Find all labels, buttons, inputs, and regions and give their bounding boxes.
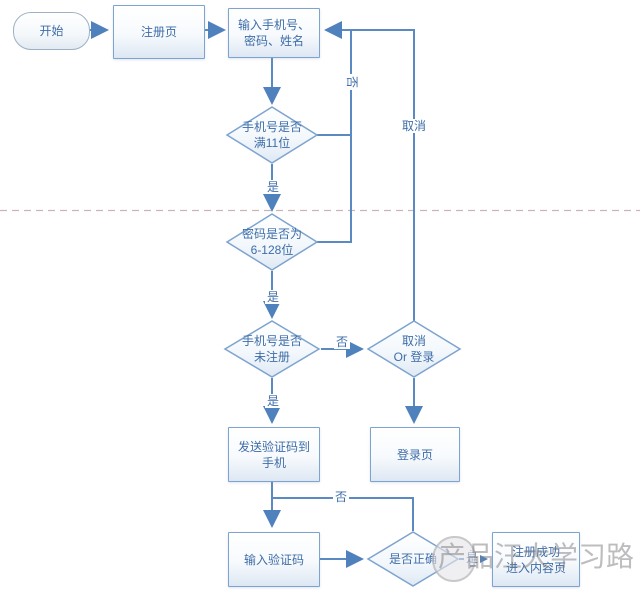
decision-cancel-or-login-shape <box>366 320 462 378</box>
input-info-line2: 密码、姓名 <box>243 34 304 48</box>
success-line1: 注册成功 <box>511 544 560 559</box>
send-code-line2: 手机 <box>261 455 286 470</box>
success-line2: 进入内容页 <box>505 560 566 575</box>
edge-wrong-code-retry <box>273 497 414 531</box>
edge-label-no-wrong-code: 否 <box>333 490 350 504</box>
decision-password-line1: 密码是否为 <box>241 227 302 241</box>
decision-phone-11-line1: 手机号是否 <box>241 120 302 134</box>
login-page-node[interactable]: 登录页 <box>370 427 460 482</box>
edge-label-yes-password: 是 <box>265 290 282 304</box>
decision-password-line2: 6-128位 <box>250 243 294 257</box>
register-page-node[interactable]: 注册页 <box>113 5 205 59</box>
decision-password-length[interactable]: 密码是否为 6-128位 <box>227 214 317 270</box>
edge-label-no-back-to-input: 否 <box>345 73 360 91</box>
send-code-line1: 发送验证码到 <box>237 439 310 454</box>
input-code-label: 输入验证码 <box>243 552 304 567</box>
decision-phone-11-digits-shape <box>225 106 319 164</box>
send-code-node[interactable]: 发送验证码到 手机 <box>228 427 320 482</box>
decision-unregistered-line1: 手机号是否 <box>241 334 302 348</box>
edge-label-yes-unregistered: 是 <box>265 394 282 408</box>
input-code-node[interactable]: 输入验证码 <box>228 532 320 587</box>
start-label: 开始 <box>39 24 64 38</box>
input-info-line1: 输入手机号、 <box>237 18 310 32</box>
decision-cancel-or-login[interactable]: 取消 Or 登录 <box>368 321 460 377</box>
start-node[interactable]: 开始 <box>13 12 90 50</box>
register-page-label: 注册页 <box>140 25 177 39</box>
login-page-label: 登录页 <box>396 447 433 462</box>
decision-code-correct-label: 是否正确 <box>388 552 437 566</box>
decision-cancel-line1: 取消 <box>401 334 426 348</box>
decision-cancel-line2: Or 登录 <box>393 350 435 364</box>
decision-code-correct[interactable]: 是否正确 <box>368 532 458 586</box>
edge-label-yes-phone: 是 <box>265 180 282 194</box>
decision-phone-unregistered[interactable]: 手机号是否 未注册 <box>225 321 319 377</box>
decision-unregistered-line2: 未注册 <box>253 350 290 364</box>
success-node[interactable]: 注册成功 进入内容页 <box>492 532 580 587</box>
decision-password-length-shape <box>225 213 319 271</box>
decision-phone-unregistered-shape <box>223 320 321 378</box>
edge-check-password-no <box>317 30 352 243</box>
edge-label-cancel: 取消 <box>400 119 429 133</box>
decision-phone-11-digits[interactable]: 手机号是否 满11位 <box>227 107 317 163</box>
input-info-node[interactable]: 输入手机号、 密码、姓名 <box>228 8 320 58</box>
edge-label-no-registered: 否 <box>334 335 351 349</box>
watermark-text: 产品汪大学习路 <box>438 541 635 572</box>
edge-cancel-back-to-input <box>324 21 415 321</box>
decision-phone-11-line2: 满11位 <box>253 136 291 150</box>
